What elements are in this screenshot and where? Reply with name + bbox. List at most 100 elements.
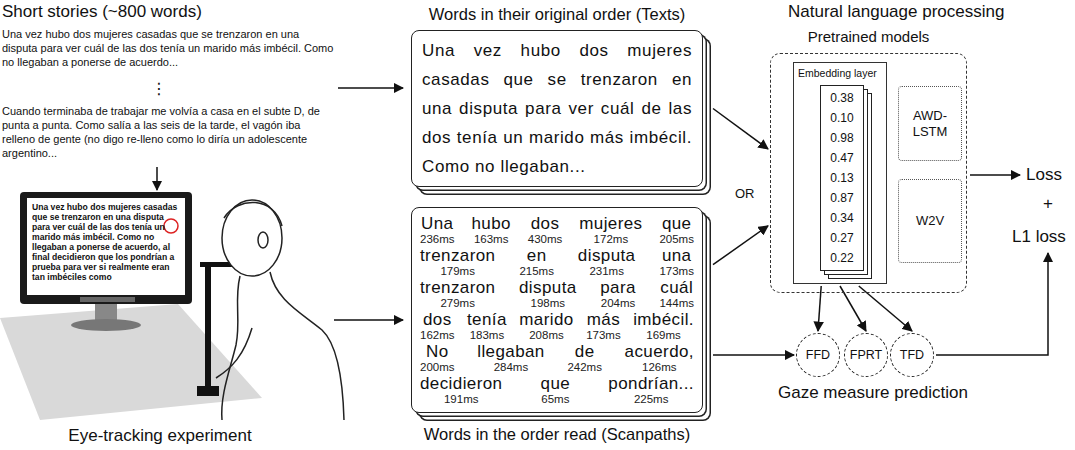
scanpath-box: Words in the order read (Scanpaths)Una23… [411, 207, 703, 413]
scanpath-word: dos [531, 214, 560, 233]
fixation-duration: 205ms [659, 233, 694, 246]
fixation-duration: 172ms [594, 233, 629, 246]
participant-arm [216, 328, 252, 378]
fixation-marker [164, 219, 178, 233]
embedding-box: 0.380.100.980.470.130.870.340.270.22Embe… [793, 62, 887, 284]
fixation-duration: 126ms [642, 361, 677, 374]
monitor-frame [20, 192, 192, 304]
section-heading: Short stories (~800 words) [2, 2, 202, 22]
vector-box: 0.380.100.980.470.130.870.340.270.22 [820, 85, 864, 271]
model-box: AWD-LSTM [898, 86, 962, 161]
scanpath-word: cuál [660, 278, 693, 297]
vector-value: 0.34 [821, 208, 863, 228]
scanpath-word: para [600, 278, 636, 297]
chin-rest-clamp [197, 386, 219, 396]
vector-value: 0.22 [821, 248, 863, 268]
scanpath-word: una [662, 246, 692, 265]
vector-value: 0.10 [821, 108, 863, 128]
vector-value: 0.13 [821, 168, 863, 188]
participant-back [270, 272, 344, 420]
model-group: 0.380.100.980.470.130.870.340.270.22Embe… [770, 53, 967, 293]
fixation-duration: 173ms [659, 265, 694, 278]
plus-sign: + [1043, 194, 1053, 214]
fixation-duration: 242ms [567, 361, 602, 374]
scanpath-word: trenzaron [420, 278, 495, 297]
embedding-label: Embedding layer [794, 63, 886, 83]
fixation-duration: 284ms [494, 361, 529, 374]
measure-circle: FPRT [844, 333, 888, 377]
fixation-duration: 163ms [474, 233, 509, 246]
scanpath-word: en [527, 246, 547, 265]
scanpath-word: tenía [467, 310, 507, 329]
scanpath-word: que [662, 214, 692, 233]
flow-arrow [970, 174, 1020, 176]
model-box: W2V [898, 179, 962, 263]
scanpath-word: de [575, 342, 595, 361]
scanpath-word: más [587, 310, 620, 329]
flow-arrow [334, 319, 403, 321]
section-heading: Eye-tracking experiment [30, 426, 290, 446]
vector-value: 0.87 [821, 188, 863, 208]
participant-hair [224, 202, 282, 226]
scanpath-word: marido [519, 310, 573, 329]
connector-arrow [713, 226, 768, 265]
scanpath-word: hubo [471, 214, 510, 233]
fixation-duration: 236ms [420, 233, 455, 246]
box-heading: Words in their original order (Texts) [388, 4, 726, 24]
scanpath-word: Una [421, 214, 453, 233]
monitor-base [71, 319, 141, 331]
measure-name: FFD [806, 348, 830, 363]
scanpath-word: que [541, 374, 571, 393]
scanpath-word: disputa [519, 278, 577, 297]
section-heading: Gaze measure prediction [778, 383, 968, 403]
scanpath-word: dos [423, 310, 452, 329]
fixation-duration: 231ms [589, 265, 624, 278]
fixation-duration: 215ms [519, 265, 554, 278]
scanpath-word: llegaban [477, 342, 544, 361]
fixation-duration: 65ms [541, 393, 569, 406]
scanpath-word: disputa [578, 246, 636, 265]
fixation-duration: 208ms [529, 329, 564, 342]
story-text: Una vez hubo dos mujeres casadas que se … [2, 27, 334, 69]
scanpath-word: mujeres [579, 214, 642, 233]
vector-value: 0.38 [821, 88, 863, 108]
scanpath-word: trenzaron [420, 246, 495, 265]
scanpath-word: No [426, 342, 449, 361]
connector-arrow [713, 109, 768, 150]
screen-text: Una vez hubo dos mujeres casadas que se … [32, 202, 182, 282]
section-heading: Natural language processing [788, 2, 1004, 22]
model-name: AWD-LSTM [902, 108, 958, 140]
text-box: Words in their original order (Texts)Una… [411, 30, 703, 187]
fixation-duration: 144ms [659, 297, 694, 310]
fixation-duration: 204ms [601, 297, 636, 310]
vector-value: 0.98 [821, 128, 863, 148]
screen-text-block: Una vez hubo dos mujeres casadas que se … [30, 202, 184, 282]
scanpath-word: pondrían... [608, 374, 694, 393]
fixation-duration: 430ms [528, 233, 563, 246]
fixation-duration: 162ms [420, 329, 455, 342]
fixation-duration: 179ms [440, 265, 475, 278]
vector-value: 0.47 [821, 148, 863, 168]
fixation-duration: 173ms [586, 329, 621, 342]
or-label: OR [735, 184, 755, 204]
loss-label: Loss [1026, 165, 1062, 185]
fixation-duration: 279ms [440, 297, 475, 310]
scanpath-word: acuerdo, [625, 342, 694, 361]
fixation-duration: 191ms [444, 393, 479, 406]
fixation-duration: 200ms [420, 361, 455, 374]
box-heading: Pretrained models [747, 27, 990, 47]
flow-arrow [936, 253, 1048, 355]
loss-label: L1 loss [1012, 227, 1066, 247]
measure-name: TFD [900, 348, 924, 363]
ellipsis-mark: ⋮ [151, 80, 167, 98]
participant-figure [216, 200, 344, 420]
eye-tracker-device [80, 297, 135, 302]
vector-value: 0.27 [821, 228, 863, 248]
measure-name: FPRT [850, 348, 882, 363]
box-heading: Words in the order read (Scanpaths) [388, 424, 726, 444]
chin-rest-post [205, 262, 211, 390]
monitor-screen [27, 198, 185, 295]
participant-head [222, 200, 282, 276]
participant-front [222, 276, 240, 420]
fixation-duration: 225ms [634, 393, 669, 406]
